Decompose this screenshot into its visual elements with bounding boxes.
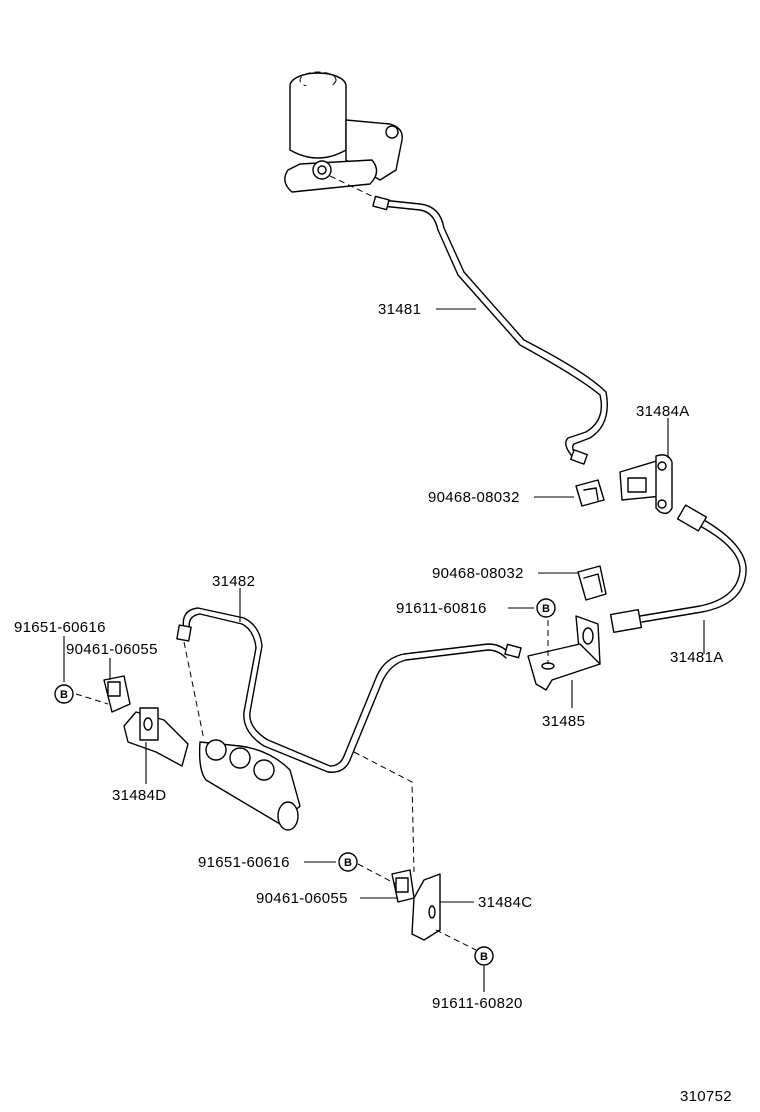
clutch-slave-cylinder — [198, 739, 301, 831]
bolt-mark-b-4: B — [474, 946, 494, 966]
bolt-mark-b-3: B — [338, 852, 358, 872]
label-91611-60816: 91611-60816 — [396, 600, 487, 617]
bolt-mark-b-1: B — [536, 598, 556, 618]
label-31481A: 31481A — [670, 649, 724, 666]
svg-text:B: B — [60, 689, 68, 701]
label-90468-08032-top: 90468-08032 — [428, 489, 520, 506]
bracket-31485 — [527, 610, 601, 691]
label-31484C: 31484C — [478, 894, 532, 911]
clutch-pipe-31482 — [176, 607, 522, 873]
bolt-mark-b-2: B — [54, 684, 74, 704]
clamp-90461-lower — [357, 863, 415, 903]
figure-number: 310752 — [680, 1088, 732, 1105]
bracket-31484A — [619, 454, 673, 515]
label-90468-08032-second: 90468-08032 — [432, 565, 524, 582]
label-31482: 31482 — [212, 573, 255, 590]
label-31484D: 31484D — [112, 787, 166, 804]
svg-text:B: B — [344, 857, 352, 869]
label-91651-60616-lower: 91651-60616 — [198, 854, 290, 871]
label-31485: 31485 — [542, 713, 585, 730]
clutch-master-cylinder — [284, 71, 403, 201]
clutch-pipe-31481 — [372, 195, 608, 465]
clip-90468-second — [577, 565, 607, 601]
label-31481: 31481 — [378, 301, 421, 318]
leader-lines — [63, 308, 705, 992]
clamp-90461-left — [75, 675, 131, 713]
svg-text:B: B — [542, 603, 550, 615]
bracket-31484C — [411, 873, 477, 951]
label-31484A: 31484A — [636, 403, 690, 420]
clip-90468-top — [575, 479, 605, 507]
label-91611-60820: 91611-60820 — [432, 995, 523, 1012]
flexible-hose-31481A — [609, 504, 747, 633]
bracket-31484D — [123, 707, 189, 767]
label-90461-06055-lower: 90461-06055 — [256, 890, 348, 907]
svg-text:B: B — [480, 951, 488, 963]
label-90461-06055-left: 90461-06055 — [66, 641, 158, 658]
label-91651-60616-left: 91651-60616 — [14, 619, 106, 636]
